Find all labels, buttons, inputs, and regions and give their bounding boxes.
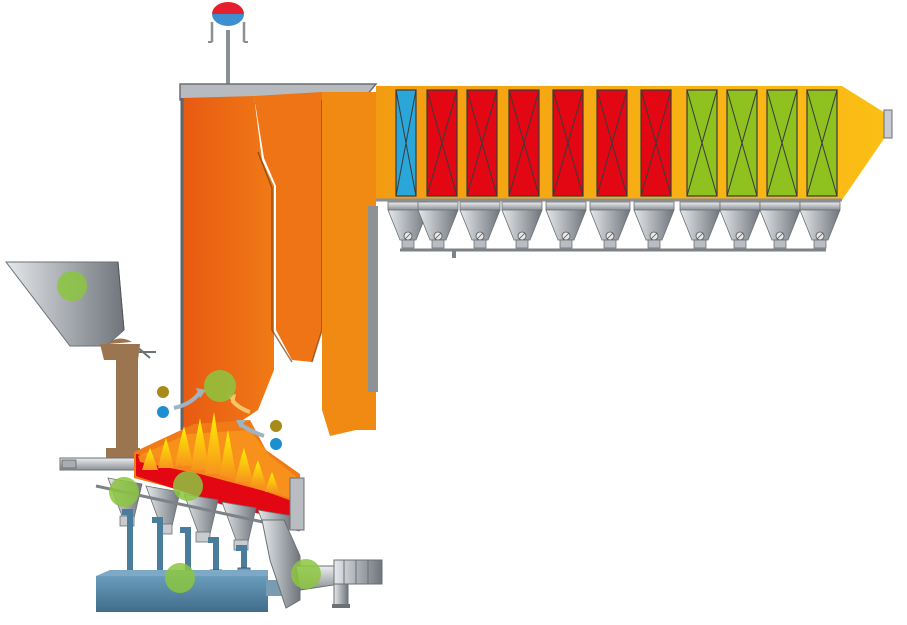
module-3 (466, 89, 498, 197)
grate-hopper-2 (145, 485, 181, 535)
module-8 (686, 89, 718, 197)
flame-2 (158, 438, 174, 468)
fuel-chute (59, 356, 140, 471)
module-5 (552, 89, 584, 197)
fuel-hopper (4, 261, 156, 360)
module-4 (508, 89, 540, 197)
green-markers (57, 271, 321, 593)
module-1 (395, 89, 417, 197)
ash-hopper-2 (417, 201, 459, 249)
flame-1 (142, 448, 158, 470)
module-6 (596, 89, 628, 197)
flame-5 (205, 412, 223, 474)
ash-hopper-5 (545, 201, 587, 249)
secondary-air-injection (157, 386, 282, 450)
ash-hopper-1 (387, 201, 429, 249)
module-7 (640, 89, 672, 197)
flame-6 (220, 430, 236, 476)
ash-hopper-6 (589, 201, 631, 249)
air-dot-4 (270, 438, 282, 450)
air-arrow-right-2-head (236, 420, 246, 428)
conveyor-drop (452, 250, 456, 258)
air-dot-3 (270, 420, 282, 432)
module-11 (806, 89, 838, 197)
furnace-first-pass (180, 96, 274, 430)
flame-4 (191, 418, 209, 470)
module-2 (426, 89, 458, 197)
third-pass (322, 92, 378, 436)
flame-7 (235, 448, 253, 482)
ash-hopper-7 (633, 201, 675, 249)
ash-hopper-9 (719, 201, 761, 249)
grate-end-wall (289, 477, 305, 531)
ash-hopper-10 (759, 201, 801, 249)
green-marker-3 (109, 477, 139, 507)
green-marker-5 (165, 563, 195, 593)
ash-hopper-3 (459, 201, 501, 249)
flame-8 (250, 460, 266, 486)
steam-drum (208, 2, 248, 86)
flame-3 (175, 426, 193, 466)
flames (142, 412, 279, 492)
convection-duct (376, 86, 893, 202)
green-marker-1 (57, 271, 87, 301)
flame-9 (265, 472, 279, 492)
grate-hopper-3 (183, 493, 219, 543)
module-10 (766, 89, 798, 197)
ash-hopper-8 (679, 201, 721, 249)
green-marker-4 (173, 471, 203, 501)
air-dot-2 (157, 406, 169, 418)
heat-exchanger-modules (395, 89, 838, 197)
ash-hopper-11 (799, 201, 841, 249)
ash-hoppers (387, 201, 841, 249)
module-9 (726, 89, 758, 197)
green-marker-6 (291, 559, 321, 589)
grate-hopper-4 (221, 501, 257, 551)
air-arrow-left-head (196, 388, 206, 398)
ash-hopper-4 (501, 201, 543, 249)
green-marker-2 (204, 370, 236, 402)
wind-box (96, 570, 296, 612)
air-dot-1 (157, 386, 169, 398)
